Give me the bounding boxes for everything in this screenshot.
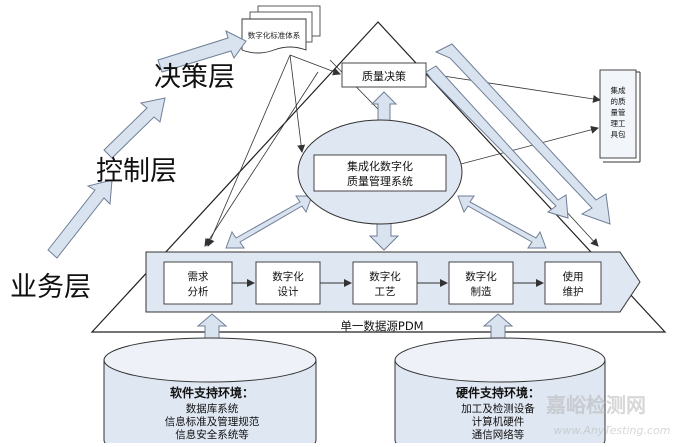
layer-label-business: 业务层	[10, 272, 91, 303]
process-step-5-line1: 使用	[563, 270, 584, 283]
watermark: 嘉峪检测网 www.AnyTesting.com	[545, 393, 670, 437]
hardware-env-item-3: 通信网络等	[472, 428, 525, 441]
tool-kit-line-1: 集成	[611, 85, 626, 95]
hardware-env-item-1: 加工及检测设备	[461, 402, 535, 415]
tool-kit-line-3: 量管	[611, 107, 626, 117]
layer-label-decision: 决策层	[154, 62, 235, 93]
pdm-label: 单一数据源PDM	[340, 319, 423, 333]
quality-tool-kit: 集成 的质 量管 理工 具包	[599, 69, 641, 163]
software-env-item-2: 信息标准及管理规范	[165, 415, 260, 428]
decision-flow-arrows	[425, 43, 611, 225]
process-step-4: 数字化 制造	[448, 261, 514, 305]
process-step-1-line2: 分析	[188, 285, 209, 298]
central-system-line-1: 集成化数字化	[347, 159, 413, 173]
tool-kit-line-5: 具包	[611, 129, 626, 139]
watermark-en: www.AnyTesting.com	[554, 424, 671, 437]
process-step-3-line1: 数字化	[369, 270, 401, 283]
watermark-cn: 嘉峪检测网	[545, 393, 646, 417]
layer-arrows	[47, 30, 247, 259]
process-step-2-line2: 设计	[278, 285, 299, 298]
tool-kit-line-2: 的质	[611, 96, 626, 106]
process-step-3: 数字化 工艺	[352, 261, 418, 305]
software-env-title: 软件支持环境：	[170, 385, 254, 400]
tool-kit-line-4: 理工	[611, 119, 626, 128]
standards-label: 数字化标准体系	[248, 30, 301, 40]
process-step-4-line1: 数字化	[465, 270, 497, 283]
hardware-env-title: 硬件支持环境：	[456, 385, 540, 400]
process-step-1-line1: 需求	[188, 271, 209, 283]
process-step-5: 使用 维护	[544, 261, 602, 305]
software-environment-cylinder: 软件支持环境： 数据库系统 信息标准及管理规范 信息安全系统等	[103, 337, 317, 447]
pyramid-outline	[90, 21, 667, 333]
process-step-5-line2: 维护	[563, 285, 584, 298]
layer-label-control: 控制层	[96, 156, 177, 187]
standards-document-stack: 数字化标准体系	[241, 5, 321, 54]
software-env-item-1: 数据库系统	[186, 402, 239, 415]
process-step-1: 需求 分析	[163, 261, 233, 305]
process-step-3-line2: 工艺	[375, 286, 396, 298]
central-system-box	[313, 154, 447, 192]
hardware-env-item-2: 计算机硬件	[472, 415, 525, 428]
software-env-item-3: 信息安全系统等	[175, 428, 249, 441]
hardware-environment-cylinder: 硬件支持环境： 加工及检测设备 计算机硬件 通信网络等	[394, 337, 606, 447]
quality-decision-box	[341, 62, 427, 88]
process-step-2-line1: 数字化	[272, 270, 304, 283]
process-step-2: 数字化 设计	[255, 261, 321, 305]
process-step-4-line2: 制造	[471, 285, 492, 298]
central-system-line-2: 质量管理系统	[347, 174, 413, 188]
quality-decision-label: 质量决策	[362, 69, 406, 83]
